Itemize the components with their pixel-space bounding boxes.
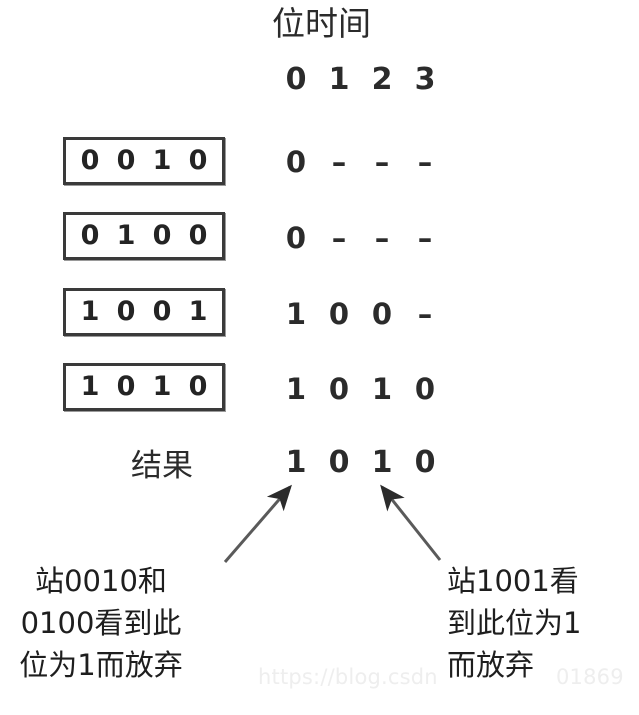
station-address-box-2: 0 1 0 0 bbox=[63, 212, 225, 260]
transmitted-bit: 0 bbox=[328, 297, 350, 331]
result-bit: 0 bbox=[414, 445, 436, 480]
transmitted-bit: 0 bbox=[328, 372, 350, 406]
bit-time-header-ticks: 0 1 2 3 bbox=[283, 62, 438, 98]
arrow-left-to-result-bit bbox=[223, 484, 292, 563]
transmitted-bit: – bbox=[331, 145, 347, 179]
address-bit: 1 bbox=[116, 220, 136, 251]
bit-tick-3: 3 bbox=[414, 62, 436, 97]
transmitted-bit: 1 bbox=[285, 372, 307, 406]
address-bit: 1 bbox=[80, 371, 100, 402]
address-bit: 1 bbox=[152, 371, 172, 402]
watermark-url: https://blog.csdn bbox=[258, 665, 438, 689]
transmitted-bit: – bbox=[331, 221, 347, 255]
transmitted-sequence-row-3: 1 0 0 – bbox=[283, 297, 438, 331]
result-bit: 1 bbox=[371, 445, 393, 480]
result-bit: 1 bbox=[285, 445, 307, 480]
station-address-box-3: 1 0 0 1 bbox=[63, 288, 225, 336]
transmitted-bit: 1 bbox=[371, 372, 393, 406]
transmitted-bit: 0 bbox=[285, 221, 307, 255]
station-address-box-4: 1 0 1 0 bbox=[63, 363, 225, 411]
address-bit: 1 bbox=[80, 296, 100, 327]
transmitted-bit: – bbox=[417, 221, 433, 255]
transmitted-bit: – bbox=[374, 221, 390, 255]
address-bit: 0 bbox=[188, 371, 208, 402]
transmitted-bit: – bbox=[374, 145, 390, 179]
address-bit: 0 bbox=[80, 145, 100, 176]
annotation-right-line-3: 而放弃 bbox=[447, 648, 535, 682]
transmitted-bit: 1 bbox=[285, 297, 307, 331]
transmitted-bit: – bbox=[417, 145, 433, 179]
watermark-id: 01869 bbox=[556, 665, 624, 689]
address-bit: 0 bbox=[152, 220, 172, 251]
annotation-left-line-3: 位为1而放弃 bbox=[19, 648, 183, 682]
transmitted-sequence-row-4: 1 0 1 0 bbox=[283, 372, 438, 406]
transmitted-bit: 0 bbox=[414, 372, 436, 406]
result-label: 结果 bbox=[131, 448, 193, 484]
bit-tick-0: 0 bbox=[285, 62, 307, 97]
transmitted-bit: – bbox=[417, 297, 433, 331]
address-bit: 0 bbox=[116, 145, 136, 176]
result-bits-row: 1 0 1 0 bbox=[283, 445, 438, 481]
address-bit: 0 bbox=[188, 220, 208, 251]
bit-tick-2: 2 bbox=[371, 62, 393, 97]
transmitted-sequence-row-2: 0 – – – bbox=[283, 221, 438, 255]
annotation-left-line-2: 0100看到此 bbox=[20, 606, 182, 640]
address-bit: 0 bbox=[116, 296, 136, 327]
arrow-right-to-result-bit bbox=[380, 484, 442, 561]
transmitted-sequence-row-1: 0 – – – bbox=[283, 145, 438, 179]
address-bit: 1 bbox=[152, 145, 172, 176]
bit-tick-1: 1 bbox=[328, 62, 350, 97]
annotation-right: 站1001看 到此位为1 而放弃 bbox=[447, 560, 581, 686]
address-bit: 0 bbox=[188, 145, 208, 176]
address-bit: 0 bbox=[116, 371, 136, 402]
transmitted-bit: 0 bbox=[371, 297, 393, 331]
address-bit: 0 bbox=[152, 296, 172, 327]
address-bit: 1 bbox=[188, 296, 208, 327]
station-address-box-1: 0 0 1 0 bbox=[63, 137, 225, 185]
annotation-right-line-2: 到此位为1 bbox=[447, 606, 582, 640]
annotation-right-line-1: 站1001看 bbox=[447, 564, 579, 598]
address-bit: 0 bbox=[80, 220, 100, 251]
annotation-left-line-1: 站0010和 bbox=[35, 564, 167, 598]
transmitted-bit: 0 bbox=[285, 145, 307, 179]
annotation-left: 站0010和 0100看到此 位为1而放弃 bbox=[0, 560, 216, 686]
figure-title: 位时间 bbox=[272, 4, 371, 43]
result-bit: 0 bbox=[328, 445, 350, 480]
